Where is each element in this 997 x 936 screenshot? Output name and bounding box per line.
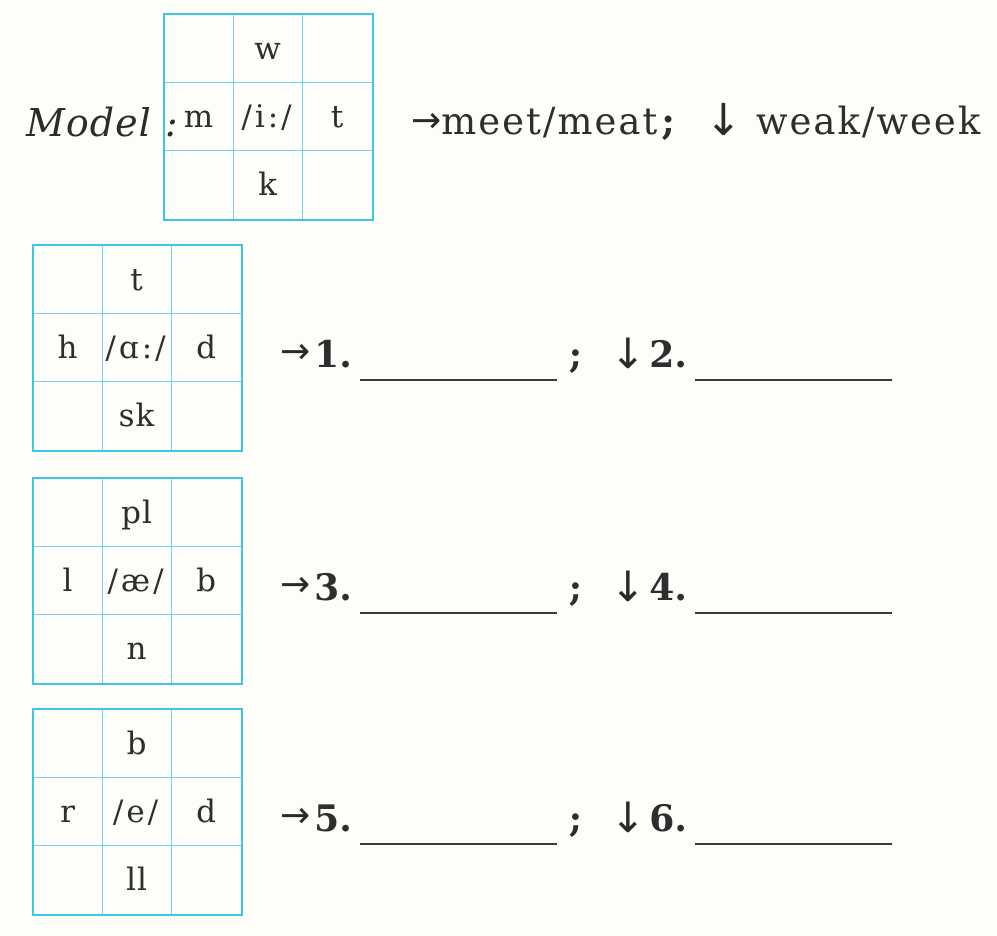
- down-arrow-icon: ↓: [704, 95, 742, 146]
- grid-cell-right: b: [172, 547, 241, 615]
- answer-blank-3[interactable]: [359, 584, 557, 614]
- model-label: Model :: [26, 101, 179, 145]
- answer-blank-1[interactable]: [359, 351, 557, 381]
- exercise-1-phoneme-grid: t h /ɑ:/ d sk: [32, 244, 243, 452]
- right-arrow-icon: →: [280, 331, 311, 372]
- grid-cell-empty: [34, 710, 103, 778]
- grid-cell-empty: [303, 15, 372, 83]
- down-arrow-icon: ↓: [610, 562, 646, 611]
- item-1-number: 1.: [314, 334, 352, 376]
- grid-cell-vowel: /i:/: [234, 83, 303, 151]
- grid-cell-empty: [172, 382, 241, 450]
- separator: ;: [568, 567, 583, 609]
- right-arrow-icon: →: [411, 100, 442, 141]
- grid-cell-vowel: /æ/: [103, 547, 172, 615]
- answer-blank-6[interactable]: [694, 815, 892, 845]
- grid-cell-right: d: [172, 314, 241, 382]
- answer-line-2: → 3. ; ↓ 4.: [280, 560, 892, 614]
- model-separator: ;: [661, 99, 675, 143]
- grid-cell-left: l: [34, 547, 103, 615]
- grid-cell-bottom: sk: [103, 382, 172, 450]
- right-arrow-icon: →: [280, 795, 311, 836]
- item-2-number: 2.: [649, 334, 687, 376]
- answer-blank-5[interactable]: [359, 815, 557, 845]
- exercise-2-phoneme-grid: pl l /æ/ b n: [32, 477, 243, 685]
- grid-cell-right: d: [172, 778, 241, 846]
- model-answer: → meet/meat ; ↓ weak/week: [411, 94, 982, 148]
- grid-cell-vowel: /ɑ:/: [103, 314, 172, 382]
- grid-cell-empty: [165, 15, 234, 83]
- separator: ;: [568, 798, 583, 840]
- grid-cell-vowel: /e/: [103, 778, 172, 846]
- grid-cell-empty: [34, 382, 103, 450]
- separator: ;: [568, 334, 583, 376]
- grid-cell-left: m: [165, 83, 234, 151]
- grid-cell-top: pl: [103, 479, 172, 547]
- grid-cell-empty: [172, 246, 241, 314]
- grid-cell-left: h: [34, 314, 103, 382]
- answer-blank-2[interactable]: [694, 351, 892, 381]
- grid-cell-top: t: [103, 246, 172, 314]
- grid-cell-empty: [303, 151, 372, 219]
- grid-cell-bottom: k: [234, 151, 303, 219]
- model-phoneme-grid: w m /i:/ t k: [163, 13, 374, 221]
- grid-cell-empty: [34, 846, 103, 914]
- answer-line-3: → 5. ; ↓ 6.: [280, 791, 892, 845]
- item-5-number: 5.: [314, 798, 352, 840]
- down-arrow-icon: ↓: [610, 329, 646, 378]
- exercise-3-phoneme-grid: b r /e/ d ll: [32, 708, 243, 916]
- right-arrow-icon: →: [280, 564, 311, 605]
- grid-cell-empty: [34, 479, 103, 547]
- grid-cell-empty: [172, 615, 241, 683]
- grid-cell-empty: [165, 151, 234, 219]
- grid-cell-empty: [172, 479, 241, 547]
- grid-cell-top: b: [103, 710, 172, 778]
- item-3-number: 3.: [314, 567, 352, 609]
- grid-cell-left: r: [34, 778, 103, 846]
- answer-line-1: → 1. ; ↓ 2.: [280, 327, 892, 381]
- grid-cell-empty: [34, 615, 103, 683]
- grid-cell-empty: [172, 846, 241, 914]
- answer-blank-4[interactable]: [694, 584, 892, 614]
- grid-cell-bottom: ll: [103, 846, 172, 914]
- grid-cell-empty: [172, 710, 241, 778]
- grid-cell-empty: [34, 246, 103, 314]
- down-arrow-icon: ↓: [610, 793, 646, 842]
- item-6-number: 6.: [649, 798, 687, 840]
- grid-cell-right: t: [303, 83, 372, 151]
- grid-cell-top: w: [234, 15, 303, 83]
- item-4-number: 4.: [649, 567, 687, 609]
- model-down-words: weak/week: [755, 99, 983, 143]
- grid-cell-bottom: n: [103, 615, 172, 683]
- model-right-words: meet/meat: [441, 99, 660, 143]
